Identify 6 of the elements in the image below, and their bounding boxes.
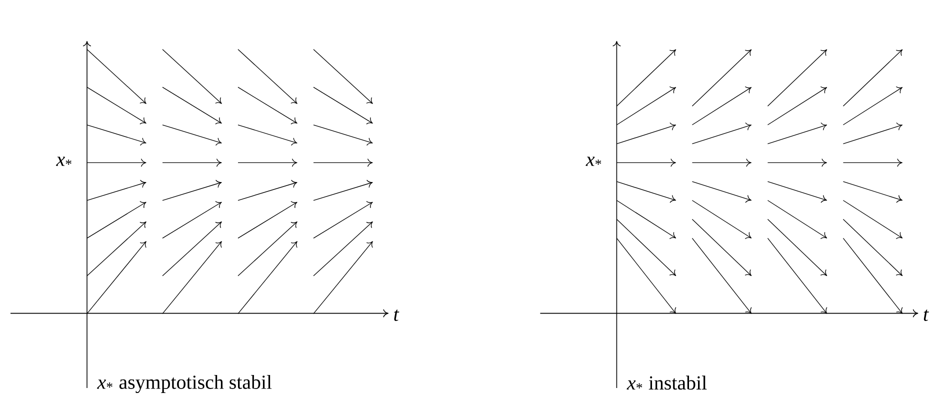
axis-label: x$_{*}$ (56, 156, 72, 166)
axis-label: x$_{*}$ (586, 156, 602, 166)
axis-label: t (394, 310, 400, 321)
caption: x$_{*}$ asymptotisch stabil (97, 374, 272, 394)
axis-label: t (924, 310, 929, 321)
caption: x$_{*}$ instabil (626, 376, 707, 390)
